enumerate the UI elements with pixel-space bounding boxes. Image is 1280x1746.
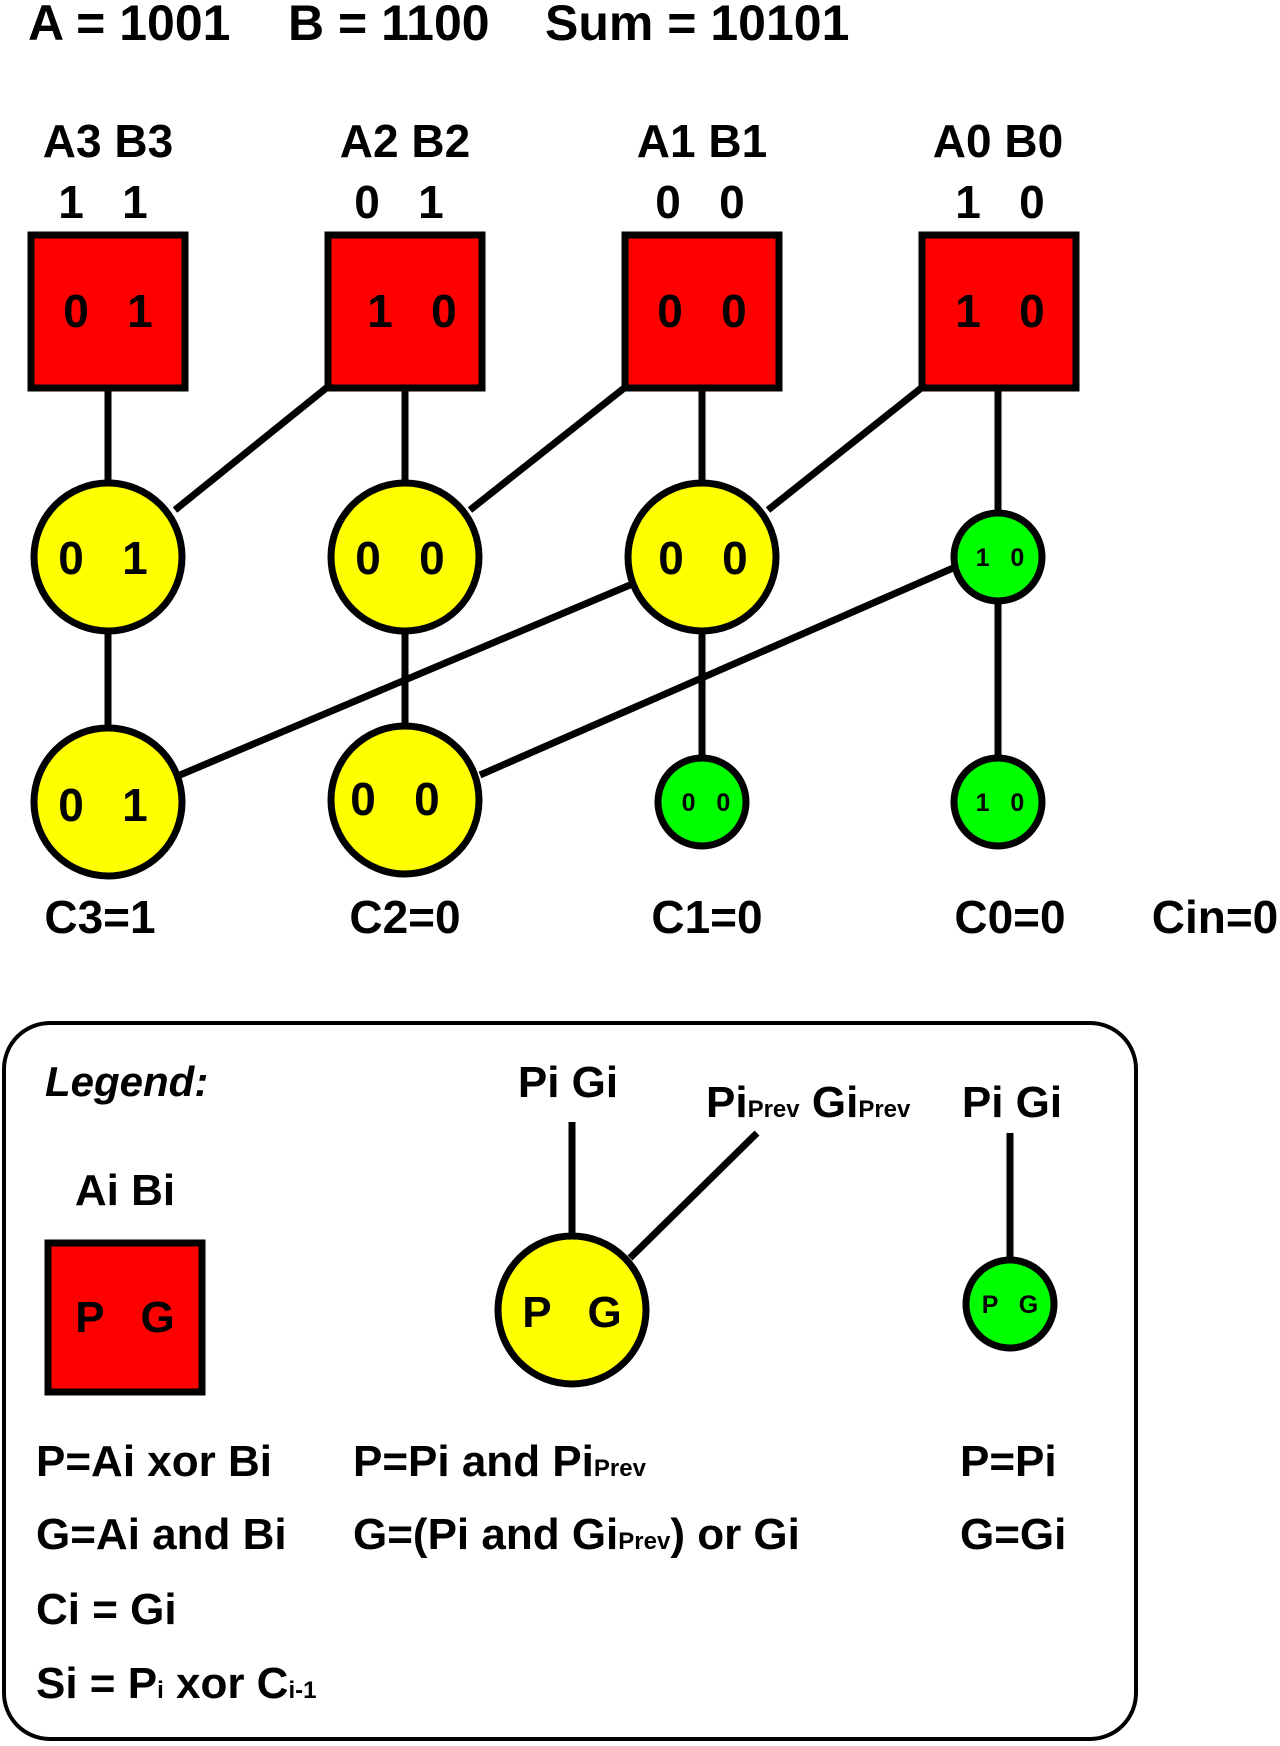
l2-node-0-values: 1 0: [976, 789, 1025, 817]
edge-box1-l1n2: [467, 382, 631, 513]
rule-green-g: G=Gi: [960, 1510, 1066, 1559]
legend-green-node: [962, 1256, 1058, 1352]
l2-node-3-values: 0 1: [58, 779, 148, 831]
operand-a-text: A = 1001: [28, 0, 230, 51]
level-2-nodes: 0 1 0 0 0 0 1 0: [30, 722, 1046, 880]
input-bits-3: 1 1: [58, 176, 148, 228]
legend-green-node-values: P G: [982, 1291, 1039, 1319]
pg-box-0: [918, 231, 1080, 392]
input-bits-0: 1 0: [955, 176, 1045, 228]
legend-yellow-node-values: P G: [522, 1288, 621, 1337]
l1-node-0: [950, 509, 1046, 605]
legend-prev-pi: PiPrev GiPrev: [706, 1078, 911, 1127]
rule-red-g: G=Ai and Bi: [36, 1510, 287, 1559]
carry-labels: C3=1 C2=0 C1=0 C0=0 Cin=0: [44, 891, 1278, 943]
rule-carry: Ci = Gi: [36, 1585, 177, 1634]
input-column-1: A1 B1 0 0 0 0: [621, 115, 783, 392]
legend-box-label: Ai Bi: [75, 1166, 175, 1215]
edge-l1n0-l2n2: [478, 561, 962, 779]
l1-node-3: [30, 479, 186, 635]
l1-node-2: [327, 479, 483, 635]
edge-box0-l1n1: [765, 382, 928, 513]
operand-b-text: B = 1100: [288, 0, 490, 51]
legend-yellow-top: Pi Gi: [518, 1058, 618, 1107]
edge-box2-l1n3: [172, 382, 333, 513]
rule-green-p: P=Pi: [960, 1437, 1057, 1486]
legend-green-top: Pi Gi: [962, 1078, 1062, 1127]
pg-box-2-values: 1 0: [367, 285, 457, 337]
l2-node-1: [654, 754, 750, 850]
l1-node-3-values: 0 1: [58, 532, 148, 584]
l1-node-1: [624, 479, 780, 635]
sum-text: Sum = 10101: [545, 0, 849, 51]
l2-node-1-values: 0 0: [682, 789, 731, 817]
carry-c3: C3=1: [44, 891, 155, 943]
carry-cin: Cin=0: [1152, 891, 1279, 943]
legend-pg-box-values: P G: [75, 1293, 174, 1342]
input-label-a2b2: A2 B2: [340, 115, 470, 167]
legend-yellow-prev: PiPrev GiPrev: [706, 1078, 911, 1127]
pg-box-2: [324, 231, 486, 392]
input-label-a3b3: A3 B3: [43, 115, 173, 167]
pg-box-1: [621, 231, 783, 392]
l2-node-3: [30, 724, 186, 880]
rule-yellow-g: G=(Pi and GiPrev) or Gi: [353, 1510, 800, 1559]
pg-box-1-values: 0 0: [657, 285, 747, 337]
level-1-nodes: 0 1 0 0 0 0 1 0: [30, 479, 1046, 635]
carry-c2: C2=0: [349, 891, 460, 943]
pg-box-3: [27, 231, 189, 392]
l2-node-2: [327, 722, 483, 878]
input-bits-2: 0 1: [354, 176, 444, 228]
legend-title: Legend:: [45, 1058, 208, 1105]
rule-sum: Si = Pi xor Ci-1: [36, 1659, 316, 1708]
rule-yellow-p: P=Pi and PiPrev: [353, 1437, 647, 1486]
input-label-a0b0: A0 B0: [933, 115, 1063, 167]
legend-frame: [2, 1021, 1138, 1741]
pg-box-3-values: 0 1: [63, 285, 153, 337]
l1-node-0-values: 1 0: [976, 544, 1025, 572]
carry-c0: C0=0: [954, 891, 1065, 943]
legend: Legend: Ai Bi P G Pi Gi PiPrev GiPrev P …: [2, 1021, 1138, 1741]
input-bits-1: 0 0: [655, 176, 745, 228]
input-bits-row: A3 B3 1 1 0 1 A2 B2 0 1 1 0 A1 B1 0 0 0 …: [27, 115, 1080, 392]
input-column-3: A3 B3 1 1 0 1: [27, 115, 189, 392]
edges: [104, 382, 1002, 779]
legend-pg-box: [44, 1239, 206, 1396]
rule-red-p: P=Ai xor Bi: [36, 1437, 272, 1486]
input-column-0: A0 B0 1 0 1 0: [918, 115, 1080, 392]
pg-box-0-values: 1 0: [955, 285, 1045, 337]
input-column-2: A2 B2 0 1 1 0: [324, 115, 486, 392]
edge-l1n1-l2n3: [178, 581, 632, 779]
legend-yellow-node: [494, 1232, 650, 1388]
l2-node-2-values: 0 0: [350, 773, 440, 825]
l1-node-2-values: 0 0: [355, 532, 445, 584]
l2-node-0: [950, 754, 1046, 850]
legend-yellow-edge-prev: [627, 1130, 760, 1261]
l1-node-1-values: 0 0: [658, 532, 748, 584]
carry-c1: C1=0: [651, 891, 762, 943]
input-label-a1b1: A1 B1: [637, 115, 767, 167]
